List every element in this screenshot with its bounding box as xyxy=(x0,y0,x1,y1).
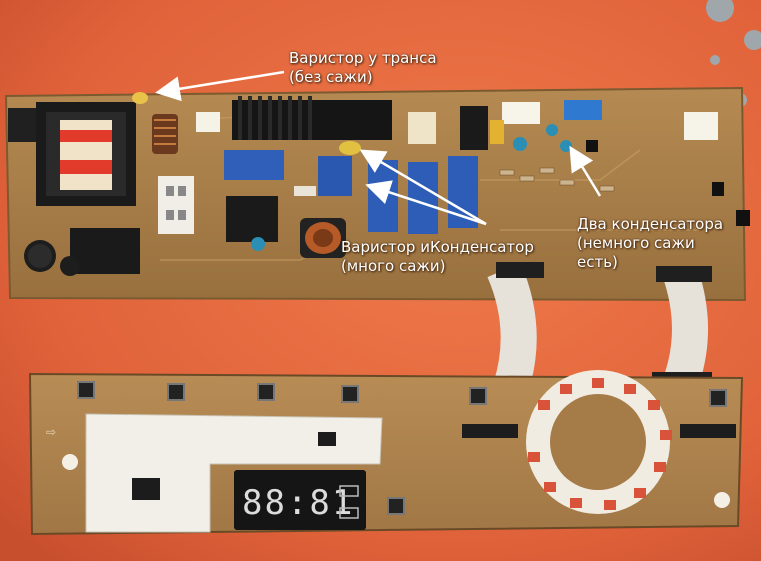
annotation-varistor-trans: Варистор у транса (без сажи) xyxy=(289,49,437,87)
varistor-trans xyxy=(132,92,148,104)
knob-ring xyxy=(526,370,672,514)
black-connector xyxy=(8,108,36,142)
connector-white-1 xyxy=(196,112,220,132)
transformer xyxy=(36,102,136,206)
heatsink-left xyxy=(70,196,278,274)
heatsink-top xyxy=(232,96,392,140)
annotation-line: Варистор иКонденсатор xyxy=(341,238,534,256)
arrow-varistor-sooty-1 xyxy=(359,149,487,226)
coil-large xyxy=(300,218,346,258)
annotation-line: Варистор у транса xyxy=(289,49,437,67)
connector-blue xyxy=(564,100,602,120)
arrow-varistor-sooty-2 xyxy=(365,180,487,226)
varistor-sooty xyxy=(339,141,361,155)
connector-white-4 xyxy=(684,112,718,140)
annotation-two-capacitors: Два конденсатора (немного сажи есть) xyxy=(577,215,723,272)
blue-capacitor-2 xyxy=(318,156,352,196)
connector-white-2 xyxy=(158,176,194,234)
annotation-line: Два конденсатора xyxy=(577,215,724,233)
arrow-varistor-trans xyxy=(155,70,285,102)
display-bracket xyxy=(85,413,383,533)
annotation-line: (много сажи) xyxy=(341,257,446,275)
relay-black xyxy=(460,106,488,150)
annotation-arrows xyxy=(155,70,602,226)
control-board: 88:81 ⇨ xyxy=(28,370,744,536)
ic-chip-right xyxy=(680,424,736,438)
electrolytic-capacitors xyxy=(24,240,80,276)
svg-text:⇨: ⇨ xyxy=(46,425,56,439)
ic-chip-left xyxy=(462,424,518,438)
annotation-line: есть) xyxy=(577,253,618,271)
blue-capacitor-1 xyxy=(224,150,284,180)
coil-small xyxy=(152,114,178,154)
annotation-line: (немного сажи xyxy=(577,234,695,252)
disc-capacitors xyxy=(251,124,572,251)
blue-capacitor-4 xyxy=(408,162,438,234)
connector-white-3 xyxy=(502,102,540,124)
display-readout: 88:81 xyxy=(242,483,354,523)
annotation-varistor-capacitor: Варистор иКонденсатор (много сажи) xyxy=(341,238,534,276)
fuse-yellow xyxy=(490,120,504,144)
resistor-white xyxy=(294,186,316,196)
arrow-two-caps xyxy=(569,145,602,197)
seven-segment-display: 88:81 xyxy=(234,470,366,530)
annotation-line: (без сажи) xyxy=(289,68,373,86)
connector-beige xyxy=(408,112,436,144)
tactile-buttons xyxy=(77,381,727,515)
